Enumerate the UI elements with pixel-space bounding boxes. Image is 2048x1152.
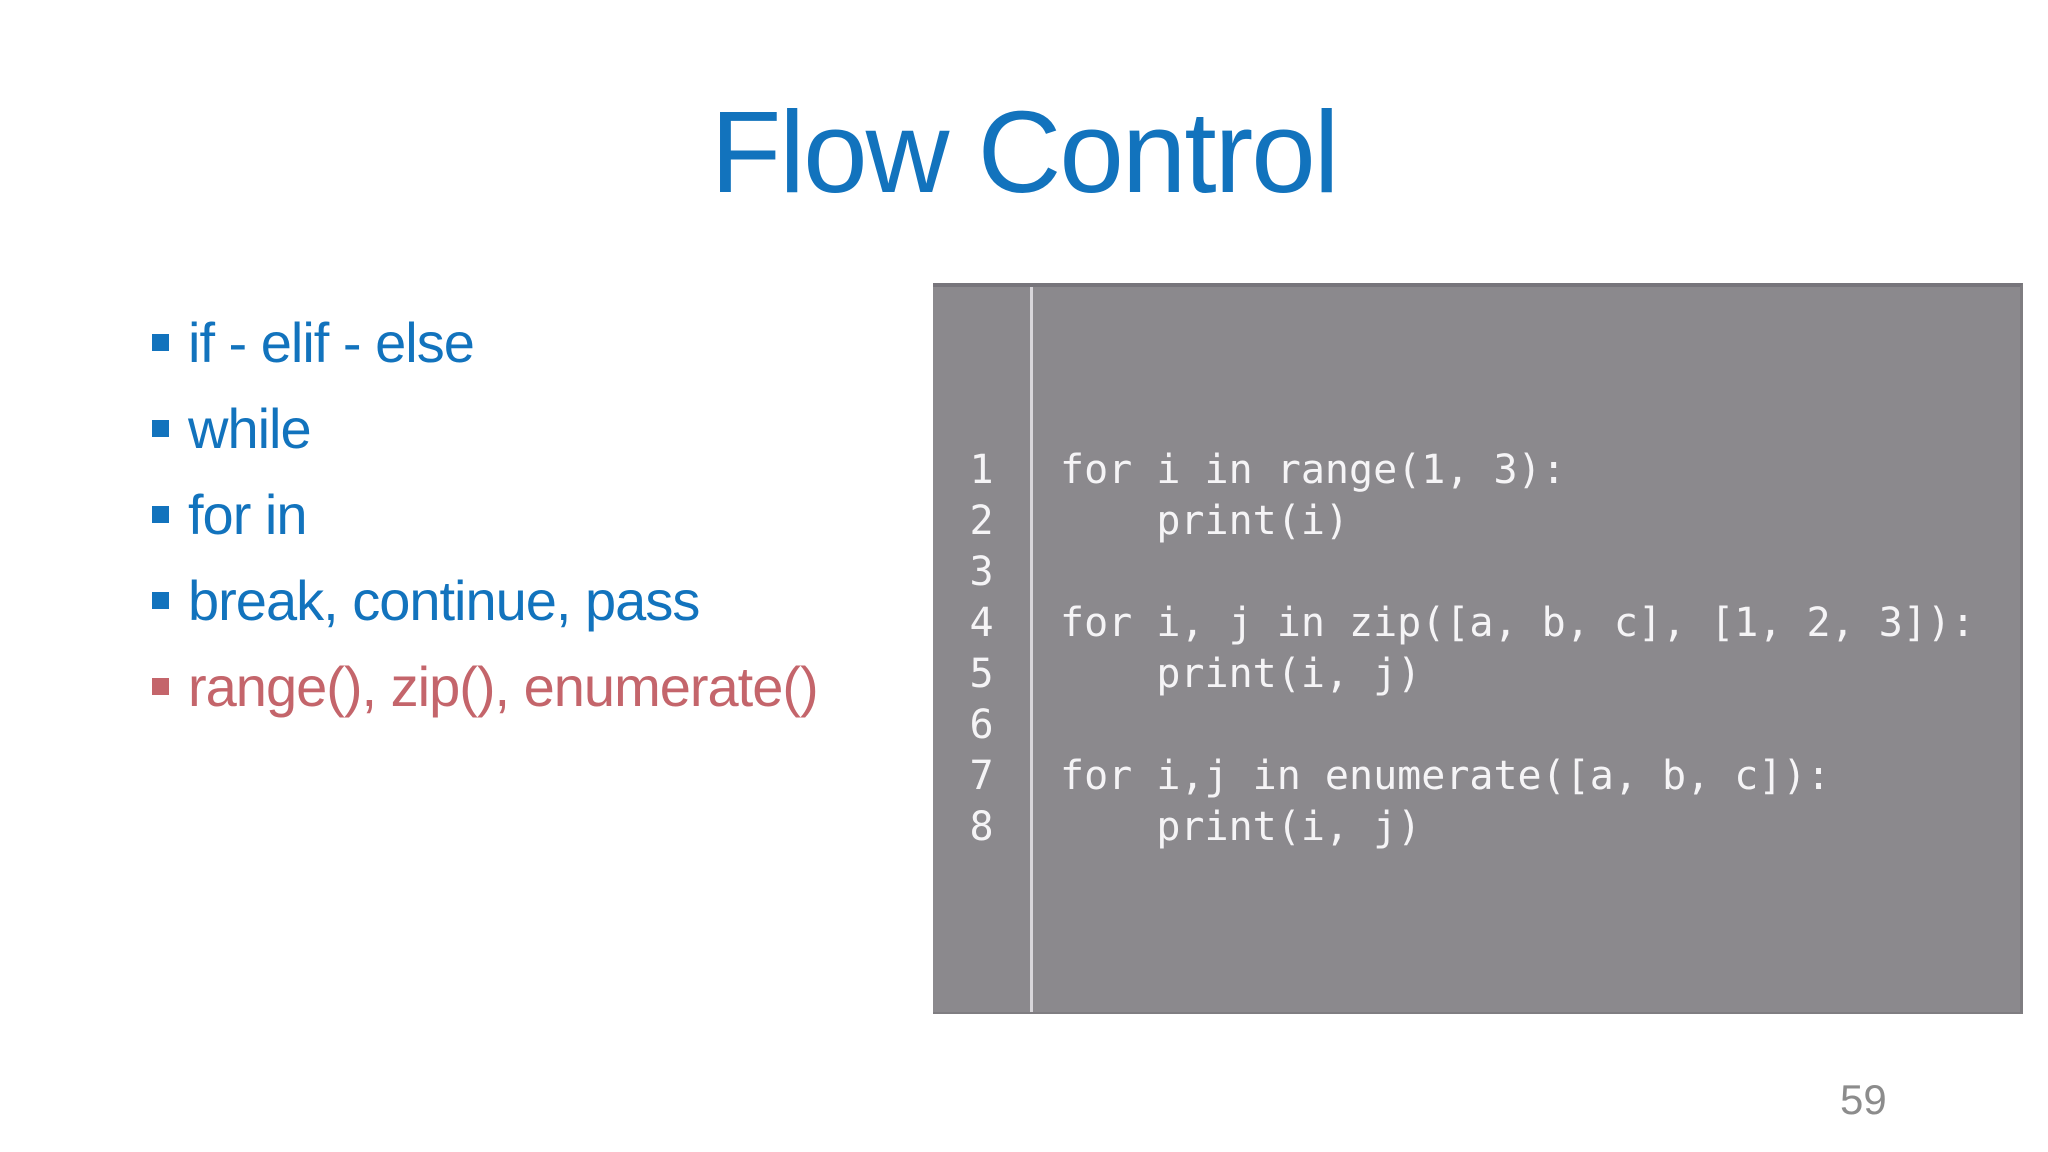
code-line: for i,j in enumerate([a, b, c]): bbox=[1060, 753, 1831, 799]
bullet-label: break, continue, pass bbox=[188, 568, 700, 632]
code-line: print(i, j) bbox=[1060, 804, 1422, 850]
code-line-number: 2 bbox=[969, 498, 994, 544]
bullet-label: for in bbox=[188, 482, 307, 546]
square-bullet-icon bbox=[152, 677, 169, 695]
code-line-number: 7 bbox=[969, 753, 994, 799]
code-line: print(i, j) bbox=[1060, 651, 1422, 697]
square-bullet-icon bbox=[152, 505, 169, 523]
square-bullet-icon bbox=[152, 591, 169, 609]
code-line bbox=[1060, 547, 1975, 598]
page-number: 59 bbox=[1840, 1076, 1887, 1123]
bullet-label: range(), zip(), enumerate() bbox=[188, 654, 819, 718]
code-line bbox=[1060, 700, 1975, 751]
square-bullet-icon bbox=[152, 333, 169, 351]
slide-title: Flow Control bbox=[710, 87, 1339, 217]
bullet-item: while bbox=[152, 385, 818, 471]
code-line-number: 4 bbox=[969, 600, 994, 646]
code-line-number: 5 bbox=[969, 651, 994, 697]
code-line-number-gutter: 1 2 3 4 5 6 7 8 bbox=[933, 287, 1033, 1012]
code-line-number: 1 bbox=[969, 447, 994, 493]
bullet-item: if - elif - else bbox=[152, 299, 818, 385]
bullet-list: if - elif - else while for in break, con… bbox=[152, 299, 819, 729]
code-line-number: 6 bbox=[969, 702, 994, 748]
bullet-item: break, continue, pass bbox=[152, 557, 818, 643]
square-bullet-icon bbox=[152, 419, 169, 437]
code-line: for i, j in zip([a, b, c], [1, 2, 3]): bbox=[1060, 600, 1976, 646]
code-line: print(i) bbox=[1060, 498, 1349, 544]
code-line-number: 3 bbox=[969, 549, 994, 595]
bullet-item: range(), zip(), enumerate() bbox=[152, 643, 819, 729]
code-line: for i in range(1, 3): bbox=[1060, 447, 1566, 493]
code-area: for i in range(1, 3): print(i) for i, j i… bbox=[1033, 287, 1975, 1012]
bullet-label: while bbox=[188, 396, 312, 460]
bullet-label: if - elif - else bbox=[188, 310, 475, 374]
bullet-item: for in bbox=[152, 471, 818, 557]
code-line-number: 8 bbox=[969, 804, 994, 850]
